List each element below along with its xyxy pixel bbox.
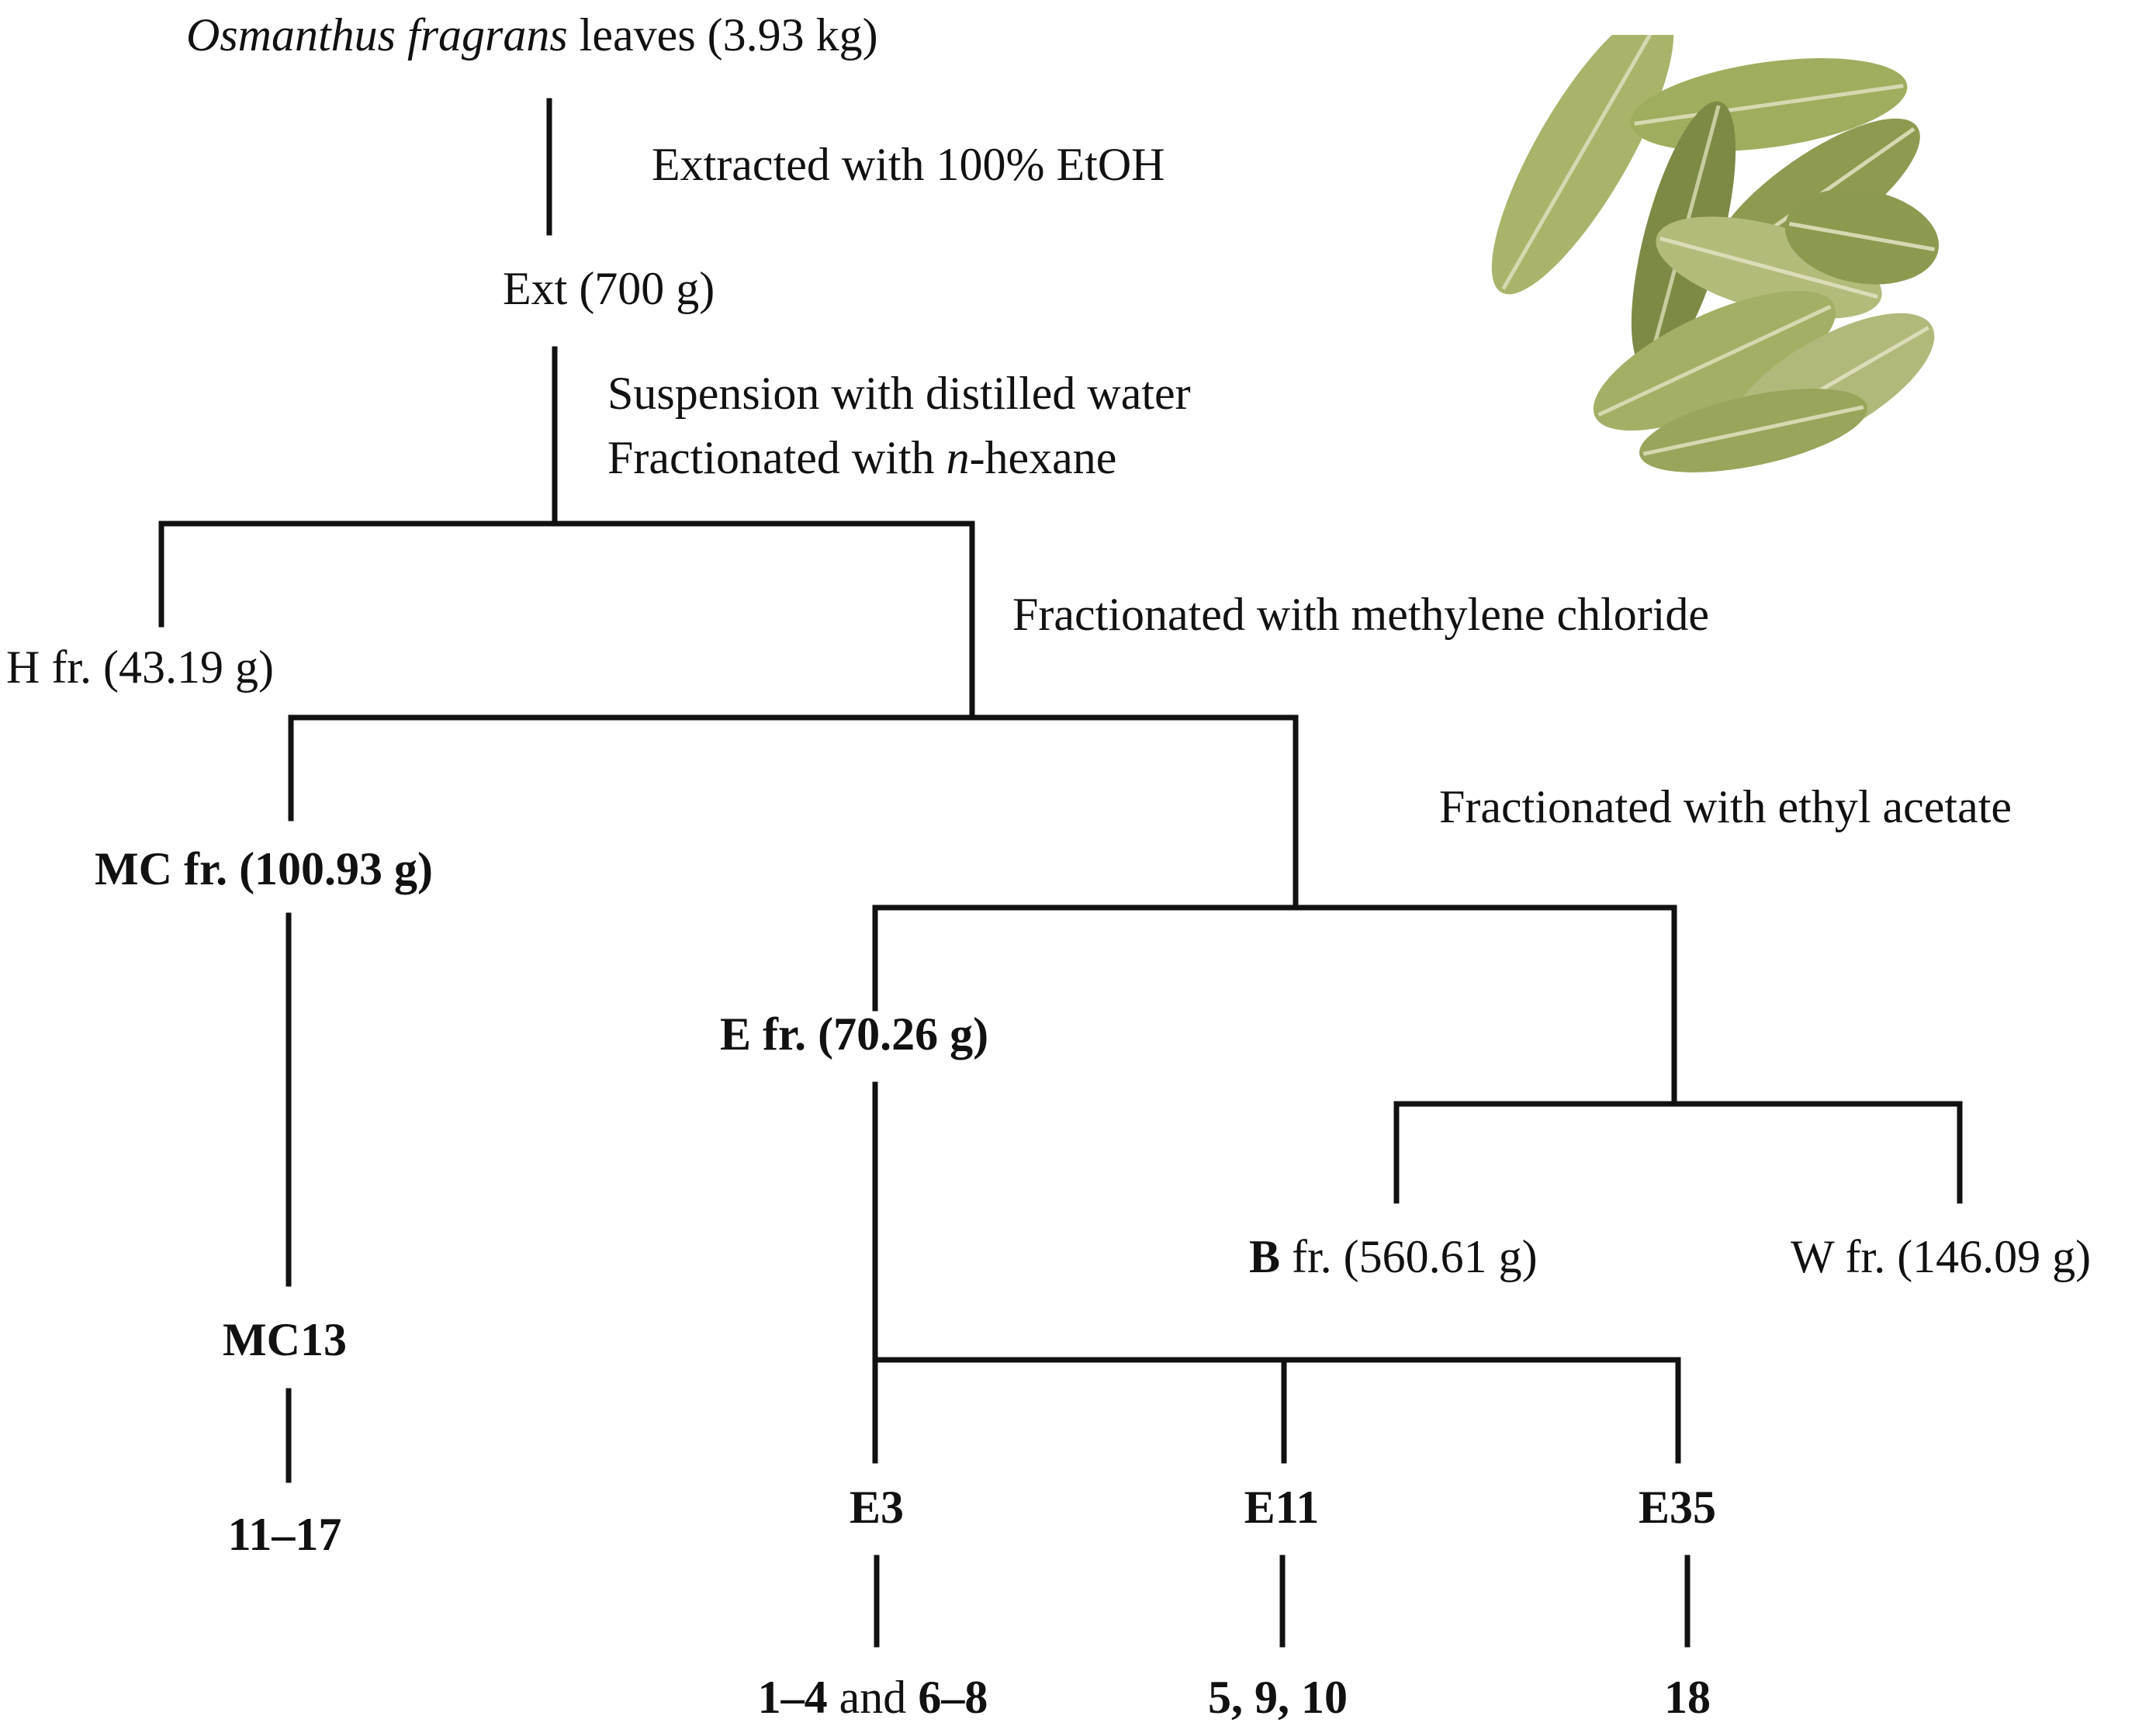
compounds-e11: 5, 9, 10 bbox=[1208, 1672, 1348, 1723]
step-mc: Fractionated with methylene chloride bbox=[1012, 589, 1710, 640]
node-e35: E35 bbox=[1638, 1482, 1717, 1533]
node-b: B fr. (560.61 g) bbox=[1249, 1233, 1538, 1280]
leaf-shape bbox=[1593, 290, 1836, 431]
leaf-shape bbox=[1639, 389, 1868, 472]
node-b-rest: fr. (560.61 g) bbox=[1280, 1231, 1538, 1282]
node-w: W fr. (146.09 g) bbox=[1791, 1231, 2092, 1282]
compounds-mc13: 11–17 bbox=[227, 1509, 342, 1560]
node-h: H fr. (43.19 g) bbox=[6, 642, 274, 693]
step-extract: Extracted with 100% EtOH bbox=[652, 139, 1165, 190]
node-b-bold: B bbox=[1249, 1231, 1281, 1282]
node-ext: Ext (700 g) bbox=[503, 263, 715, 314]
leaf-shape bbox=[1656, 216, 1882, 319]
step-hexane-italic: n bbox=[946, 432, 970, 483]
step-hexane: Fractionated with n-hexane bbox=[607, 434, 1116, 481]
node-e11: E11 bbox=[1244, 1482, 1320, 1533]
compounds-e3: 1–4 and 6–8 bbox=[758, 1674, 988, 1721]
root-rest: leaves (3.93 kg) bbox=[567, 9, 878, 61]
dried-leaves-image bbox=[1491, 35, 1940, 472]
step-suspension: Suspension with distilled water bbox=[607, 368, 1191, 419]
node-mc13: MC13 bbox=[223, 1314, 347, 1365]
compounds-e3-mid: and bbox=[827, 1672, 919, 1723]
root-species: Osmanthus fragrans bbox=[186, 9, 568, 61]
compounds-e3-a: 1–4 bbox=[757, 1672, 828, 1723]
compounds-e3-b: 6–8 bbox=[918, 1672, 988, 1723]
step-hexane-post: -hexane bbox=[969, 432, 1117, 483]
leaf-shape bbox=[1784, 189, 1940, 285]
step-ea: Fractionated with ethyl acetate bbox=[1439, 781, 2012, 832]
node-e3: E3 bbox=[849, 1482, 905, 1533]
node-e: E fr. (70.26 g) bbox=[720, 1008, 989, 1060]
node-mc: MC fr. (100.93 g) bbox=[95, 843, 434, 894]
leaf-shape bbox=[1491, 35, 1674, 295]
compounds-e35: 18 bbox=[1664, 1672, 1711, 1723]
step-hexane-pre: Fractionated with bbox=[607, 432, 946, 483]
root-label: Osmanthus fragrans leaves (3.93 kg) bbox=[186, 12, 878, 58]
